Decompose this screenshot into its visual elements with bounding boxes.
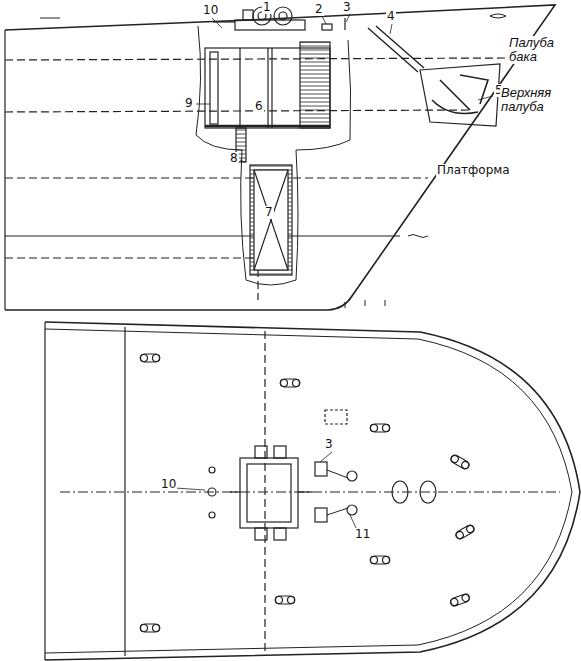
callout-number: 3 [324,438,334,451]
callout-number: 3 [342,1,352,14]
callout-number: 2 [314,3,324,16]
callout-number: 7 [264,206,274,219]
deck-label: Палуба бака [508,36,566,64]
callout-number: 1 [262,1,272,14]
callout-number: 8 [229,152,239,165]
callout-number: 11 [354,528,371,541]
callout-number: 10 [202,4,219,17]
callout-number: 6 [254,100,264,113]
callout-number: 4 [386,10,396,23]
deck-label: Верхняя палуба [500,86,572,114]
callout-number: Платформа [436,164,511,177]
callout-number: 10 [160,478,177,491]
callout-number: 9 [184,97,194,110]
